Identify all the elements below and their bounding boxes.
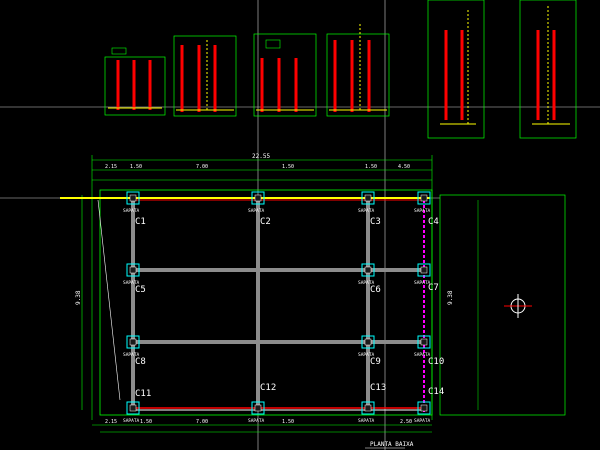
column-label: C5 (135, 285, 146, 295)
column-c8[interactable] (126, 335, 140, 349)
top-dimension-label: 1.50 (130, 164, 142, 170)
bottom-dimension-label: 2.50 (400, 419, 412, 425)
column-c3[interactable] (361, 191, 375, 205)
sapata-label: SAPATA (123, 208, 140, 214)
bottom-dimension-label: 2.15 (105, 419, 117, 425)
top-dimension-label: 2.15 (105, 164, 117, 170)
column-core (364, 266, 372, 274)
column-label: C10 (428, 357, 444, 367)
column-core (129, 404, 137, 412)
top-dimension-label: 4.50 (398, 164, 410, 170)
top-dimension-labels: 2.15 1.50 7.00 1.50 1.50 4.50 (105, 164, 410, 170)
sapata-label: SAPATA (123, 418, 140, 424)
column-label: C3 (370, 217, 381, 227)
column-core (364, 338, 372, 346)
column-label: C4 (428, 217, 439, 227)
elevation-1[interactable] (104, 47, 166, 116)
column-core (129, 338, 137, 346)
sapata-label: SAPATA (123, 352, 140, 358)
column-label: C9 (370, 357, 381, 367)
column-c5[interactable] (126, 263, 140, 277)
elevation-4[interactable] (326, 24, 390, 117)
sapata-label: SAPATA (358, 208, 375, 214)
column-label: C2 (260, 217, 271, 227)
bottom-dimension-label: 7.00 (196, 419, 208, 425)
top-dimension-label: 1.50 (282, 164, 294, 170)
column-c9[interactable] (361, 335, 375, 349)
column-c1[interactable] (126, 191, 140, 205)
column-label: C1 (135, 217, 146, 227)
right-dimension: 9.38 (447, 290, 454, 305)
column-label: C14 (428, 387, 444, 397)
sapata-label: SAPATA (358, 280, 375, 286)
bottom-dimension-labels: 2.15 1.50 7.00 1.50 2.50 (105, 419, 412, 425)
column-core (420, 266, 428, 274)
section-detail-box[interactable] (439, 194, 566, 416)
column-core (420, 404, 428, 412)
column-core (420, 338, 428, 346)
sapata-label: SAPATA (358, 418, 375, 424)
column-label: C8 (135, 357, 146, 367)
sapata-label: SAPATA (248, 208, 265, 214)
sapata-label: SAPATA (123, 280, 140, 286)
elevation-2[interactable] (173, 35, 237, 117)
column-core (420, 194, 428, 202)
column-c14[interactable] (417, 401, 431, 415)
column-core (364, 404, 372, 412)
sapata-label: SAPATA (248, 418, 265, 424)
column-label: C12 (260, 383, 276, 393)
sapata-label: SAPATA (414, 208, 431, 214)
column-c6[interactable] (361, 263, 375, 277)
elevation-5[interactable] (427, 0, 485, 139)
sapata-label: SAPATA (414, 280, 431, 286)
bottom-dimension-label: 1.50 (282, 419, 294, 425)
bottom-dimension-label: 1.50 (140, 419, 152, 425)
column-label: C13 (370, 383, 386, 393)
column-core (129, 266, 137, 274)
plan-outline (99, 189, 433, 416)
elevation-3[interactable] (253, 33, 317, 117)
sapata-label: SAPATA (414, 352, 431, 358)
column-c7[interactable] (417, 263, 431, 277)
diagonal-reference (97, 199, 121, 401)
column-label: C7 (428, 283, 439, 293)
column-c2[interactable] (251, 191, 265, 205)
column-c12[interactable] (251, 401, 265, 415)
column-core (364, 194, 372, 202)
elevation-6[interactable] (519, 0, 577, 139)
columns-layer: C1SAPATAC2SAPATAC3SAPATAC4SAPATAC5SAPATA… (123, 191, 444, 424)
sapata-label: SAPATA (414, 418, 431, 424)
top-dimension-label: 1.50 (365, 164, 377, 170)
left-dimension: 9.38 (75, 290, 82, 305)
column-core (254, 194, 262, 202)
overall-dimension: 22.55 (252, 153, 270, 160)
sapata-label: SAPATA (358, 352, 375, 358)
column-label: C6 (370, 285, 381, 295)
column-c13[interactable] (361, 401, 375, 415)
column-c10[interactable] (417, 335, 431, 349)
column-core (129, 194, 137, 202)
column-core (254, 404, 262, 412)
column-c11[interactable] (126, 401, 140, 415)
beams (131, 198, 425, 410)
plan-title: PLANTA BAIXA (370, 441, 414, 448)
column-c4[interactable] (417, 191, 431, 205)
top-dimension-label: 7.00 (196, 164, 208, 170)
column-label: C11 (135, 389, 151, 399)
